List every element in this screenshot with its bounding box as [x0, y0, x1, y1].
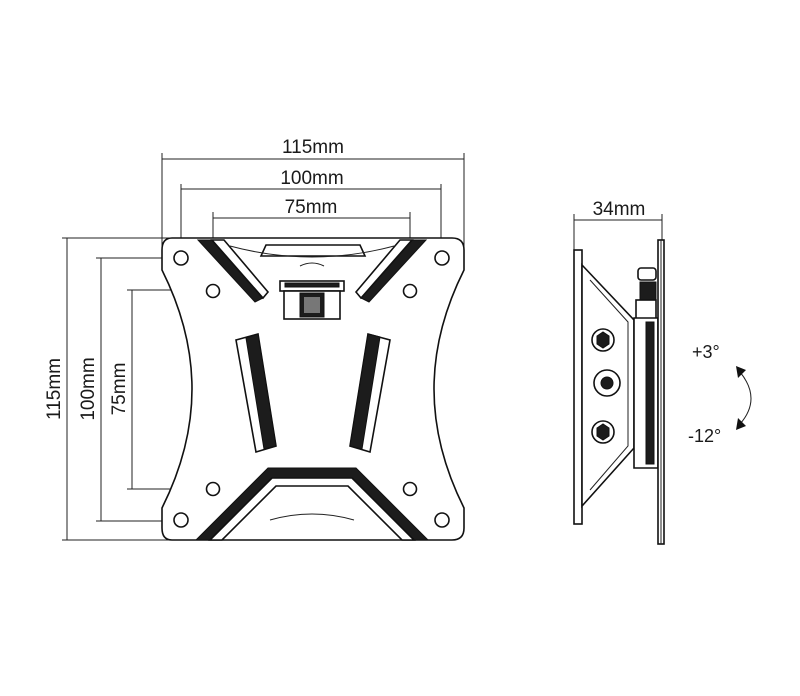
width-inner-label: 75mm: [285, 197, 338, 218]
dimension-depth-34: 34mm: [573, 199, 663, 250]
hole-115-top-left: [173, 250, 189, 266]
slot-left: [235, 332, 277, 454]
hole-115-bottom-right: [434, 512, 450, 528]
tilt-down-label: -12°: [688, 426, 721, 446]
height-inner-label: 75mm: [109, 363, 130, 416]
dimension-height-100: 100mm: [78, 257, 180, 522]
dimension-height-115: 115mm: [44, 237, 172, 541]
hole-75-top-right: [402, 283, 418, 299]
rib-top-left: [196, 239, 270, 303]
rib-top-right: [354, 239, 428, 303]
hole-115-top-right: [434, 250, 450, 266]
depth-label: 34mm: [593, 199, 646, 220]
top-hinge-tab: [259, 244, 367, 257]
bolt-middle: [593, 369, 621, 397]
front-view: 115mm 100mm 75mm 115mm 100mm: [44, 137, 465, 541]
hole-75-top-left: [205, 283, 221, 299]
hole-75-bottom-right: [402, 481, 418, 497]
bolt-top: [591, 328, 615, 352]
side-view: 34mm +3°: [573, 199, 752, 545]
tilt-screw: [635, 267, 657, 321]
central-locking-clip: [279, 280, 345, 320]
rib-bottom: [194, 467, 430, 541]
wall-plate: [573, 249, 583, 525]
height-outer-label: 115mm: [44, 358, 65, 420]
tilt-arrow-icon: [736, 366, 752, 430]
hole-115-bottom-left: [173, 512, 189, 528]
width-outer-label: 115mm: [282, 137, 344, 158]
bottom-arch: [269, 513, 355, 521]
mounting-holes: [173, 250, 450, 528]
hole-75-bottom-left: [205, 481, 221, 497]
height-mid-label: 100mm: [78, 357, 99, 420]
top-arch: [229, 245, 395, 258]
width-mid-label: 100mm: [280, 168, 343, 189]
mounting-plate-outline: [161, 237, 465, 541]
tilt-up-label: +3°: [692, 342, 720, 362]
bolt-bottom: [591, 420, 615, 444]
slot-right: [349, 332, 391, 454]
dimension-width-115: 115mm: [161, 137, 465, 262]
